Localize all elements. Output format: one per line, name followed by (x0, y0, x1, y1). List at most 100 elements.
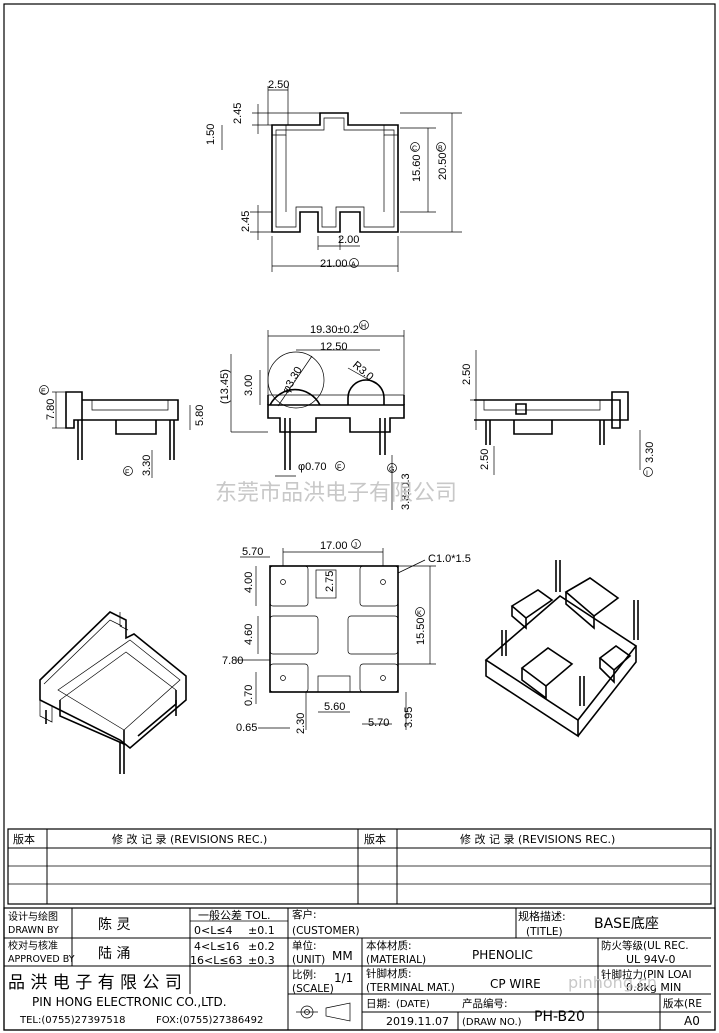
terminal-en: (TERMINAL MAT.) (366, 982, 455, 994)
dim-3-8: 3.8±0.3 (400, 473, 412, 510)
scale-cn: 比例: (292, 968, 317, 981)
mark-a: A (351, 262, 356, 269)
left-side-view: 7.80 E 5.80 3.30 F (39, 385, 206, 478)
title-en: (TITLE) (526, 926, 563, 938)
dim-5-70-bottom: 5.70 (368, 717, 389, 729)
dim-7-80: 7.80 (45, 399, 57, 420)
dim-5-60: 5.60 (324, 701, 345, 713)
dim-c1-0: C1.0*1.5 (428, 553, 471, 565)
dim-4-00: 4.00 (243, 572, 255, 593)
dim-2-00: 2.00 (338, 234, 359, 246)
scale-value: 1/1 (334, 971, 353, 985)
drawn-by-en: DRAWN BY (8, 925, 59, 936)
terminal-value: CP WIRE (490, 977, 541, 991)
material-cn: 本体材质: (366, 939, 412, 952)
draw-no-value: PH-B20 (534, 1009, 585, 1025)
company-name-en: PIN HONG ELECTRONIC CO.,LTD. (32, 995, 227, 1009)
dim-phi-0-70: φ0.70 (298, 461, 327, 473)
title-cn: 规格描述: (518, 909, 566, 923)
dim-17-00: 17.00 (320, 540, 348, 552)
watermark: 东莞市品洪电子有限公司 (215, 481, 457, 506)
mark-b: B (438, 146, 443, 153)
mark-k: K (417, 611, 422, 618)
dim-5-80: 5.80 (194, 405, 206, 426)
projection-symbol-icon (296, 1002, 351, 1022)
mark-c: C (412, 146, 417, 153)
dim-2-30: 2.30 (295, 713, 307, 734)
customer-cn: 客户: (292, 908, 317, 921)
approved-by-en: APPROVED BY (8, 954, 75, 965)
corner-watermark: pinhong.cn (568, 973, 657, 992)
dim-5-70-top: 5.70 (242, 546, 263, 558)
date-en: (DATE) (396, 999, 430, 1010)
dim-3-30-right: 3.30 (644, 442, 656, 463)
tol-range-3: 16<L≤63 (190, 954, 243, 967)
date-value: 2019.11.07 (386, 1015, 449, 1028)
revisions-table: 版本 修 改 记 录 (REVISIONS REC.) 版本 修 改 记 录 (… (7, 828, 712, 905)
dim-13-45: (13.45) (219, 369, 231, 404)
drawn-by-name: 陈 灵 (98, 916, 130, 933)
tol-val-1: ±0.1 (248, 924, 275, 937)
mark-g: G (389, 467, 394, 474)
dim-0-70: 0.70 (243, 685, 255, 706)
rev-label: 版本(RE (663, 997, 702, 1010)
scale-en: (SCALE) (292, 983, 334, 995)
dim-21-00: 21.00 (320, 258, 348, 270)
rev-value: A0 (684, 1014, 700, 1028)
material-value: PHENOLIC (472, 948, 533, 962)
drawn-by-cn: 设计与绘图 (8, 910, 58, 923)
dim-15-50: 15.50 (415, 617, 427, 645)
tol-range-1: 0<L≤4 (194, 924, 233, 937)
dim-20-50: 20.50 (437, 152, 449, 180)
sheet-border (3, 3, 716, 1031)
company-tel: TEL:(0755)27397518 (19, 1015, 126, 1026)
dim-2-50-b: 2.50 (479, 449, 491, 470)
dim-3-00: 3.00 (243, 375, 255, 396)
right-side-view: 2.50 2.50 3.30 I (461, 350, 656, 478)
rev-ver-right: 版本 (364, 832, 386, 846)
pin-load-label: 针脚拉力(PIN LOAI (601, 968, 692, 981)
terminal-cn: 针脚材质: (366, 967, 412, 980)
dim-2-45-bottom: 2.45 (240, 211, 252, 232)
rev-rec-right: 修 改 记 录 (REVISIONS REC.) (460, 832, 615, 846)
tol-val-3: ±0.3 (248, 954, 275, 967)
mark-e: E (41, 389, 46, 396)
dim-2-75: 2.75 (324, 571, 336, 592)
unit-cn: 单位: (292, 939, 317, 952)
title-block: 设计与绘图 DRAWN BY 陈 灵 校对与核准 APPROVED BY 陆 涌… (3, 907, 716, 1031)
unit-en: (UNIT) (292, 954, 325, 966)
dim-19-30: 19.30±0.2 (310, 324, 359, 336)
isometric-view-right (484, 560, 639, 738)
mark-h: H (361, 324, 366, 331)
company-name-cn: 品 洪 电 子 有 限 公 司 (8, 973, 182, 993)
dim-2-50: 2.50 (268, 79, 289, 91)
draw-no-en: (DRAW NO.) (462, 1017, 522, 1028)
date-cn: 日期: (366, 998, 391, 1010)
dim-0-65: 0.65 (236, 722, 257, 734)
approved-by-name: 陆 涌 (98, 946, 130, 962)
isometric-view-left (39, 611, 187, 774)
rev-ver-left: 版本 (13, 832, 35, 846)
company-fax: FOX:(0755)27386492 (156, 1015, 263, 1026)
approved-by-cn: 校对与核准 (8, 939, 58, 952)
mark-f: F (337, 465, 341, 472)
top-view: 2.50 2.45 1.50 15.60 C 20.50 B 2.45 2.00… (205, 79, 462, 272)
dim-2-50-a: 2.50 (461, 364, 473, 385)
tolerance-title: 一般公差 TOL. (198, 908, 271, 922)
draw-no-cn: 产品编号: (462, 997, 508, 1010)
tol-range-2: 4<L≤16 (194, 940, 240, 953)
flame-rating-value: UL 94V-0 (626, 953, 676, 966)
pin-load-value: 0.8kg MIN (626, 981, 681, 994)
dim-12-50: 12.50 (320, 341, 348, 353)
dim-3-95: 3.95 (403, 707, 415, 728)
bottom-view: 5.70 17.00 J C1.0*1.5 4.00 2.75 4.60 15.… (222, 539, 471, 734)
mark-j: J (354, 543, 358, 550)
dim-7-80-bottom: 7.80 (222, 655, 243, 667)
rev-rec-left: 修 改 记 录 (REVISIONS REC.) (112, 832, 267, 846)
tol-val-2: ±0.2 (248, 940, 275, 953)
dim-15-60: 15.60 (411, 154, 423, 182)
dim-1-50: 1.50 (205, 124, 217, 145)
material-en: (MATERIAL) (366, 954, 426, 966)
title-value: BASE底座 (594, 916, 659, 932)
